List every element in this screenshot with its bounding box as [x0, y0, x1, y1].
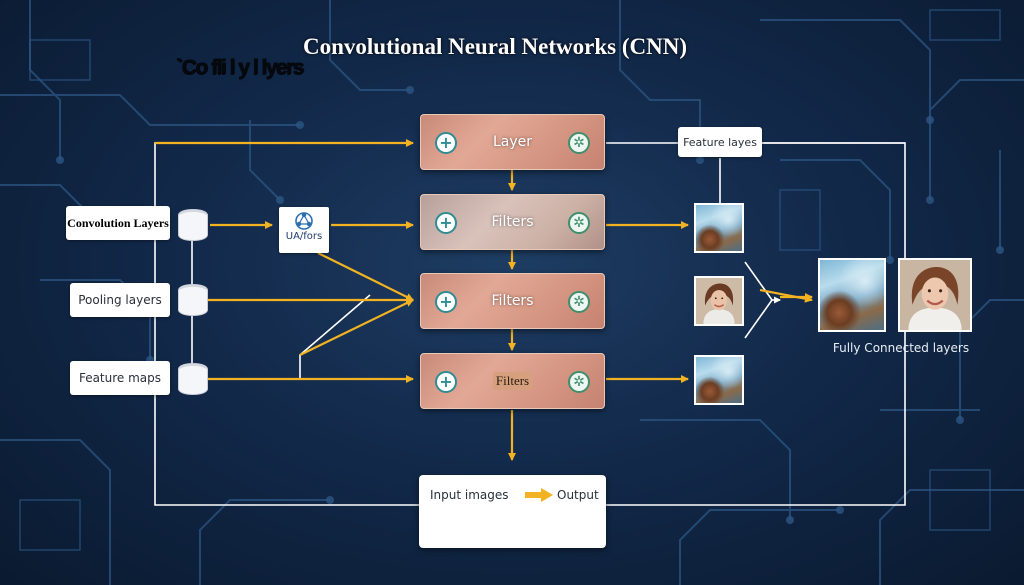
portrait-image: [696, 278, 742, 324]
page-title: Convolutional Neural Networks (CNN): [303, 34, 687, 59]
feature-maps-label: Feature maps: [70, 361, 170, 395]
merge-line-top: [744, 261, 773, 301]
portrait-image: [900, 260, 970, 330]
output-label: Output: [557, 488, 599, 502]
plus-circle-icon: +: [435, 291, 457, 313]
arrow-uaf-fan-to-filters2: [317, 252, 414, 301]
layer-box-filters-2: + Filters ✲: [420, 273, 605, 329]
pooling-layers-label: Pooling layers: [70, 283, 170, 317]
arrow-merge-to-fc-2: [759, 288, 813, 303]
outer-loop-line: [154, 142, 420, 506]
feature-layers-label: Feature layes: [678, 127, 762, 157]
database-icon-pooling: [178, 284, 208, 316]
layer-box-label: Filters: [492, 372, 533, 390]
arrow-feature-fan-to-filters2: [299, 299, 414, 356]
fully-connected-label: Fully Connected layers: [832, 341, 970, 355]
layer-box-filters-1: + Filters ✲: [420, 194, 605, 250]
layer-box-label: Layer: [492, 134, 533, 150]
layer-box-label: Filters: [491, 293, 534, 309]
input-output-box: Input images Output: [419, 475, 606, 548]
convolution-layers-label: Convolution Layers: [66, 206, 170, 240]
network-nodes-icon: [295, 212, 313, 230]
database-icon-feature: [178, 363, 208, 395]
plus-circle-icon: +: [435, 371, 457, 393]
uaf-label: UA/fors: [285, 231, 323, 242]
feature-map-thumbnail: [694, 203, 744, 253]
plus-circle-icon: +: [435, 212, 457, 234]
fully-connected-map-image: [818, 258, 886, 332]
fanin-line: [299, 294, 371, 378]
layer-box-label: Filters: [491, 214, 534, 230]
input-images-label: Input images: [430, 488, 509, 502]
face-thumbnail: [694, 276, 744, 326]
gear-circle-icon: ✲: [568, 371, 590, 393]
feature-map-thumbnail: [694, 355, 744, 405]
layer-box-layer: + Layer ✲: [420, 114, 605, 170]
layer-box-filters-3: + Filters ✲: [420, 353, 605, 409]
subtitle-overlay: `Co fli l y l lyers: [176, 56, 304, 79]
uaf-node: UA/fors: [279, 207, 329, 253]
merge-line-bottom: [744, 299, 773, 339]
plus-circle-icon: +: [435, 132, 457, 154]
arrow-right-icon: [525, 488, 553, 502]
gear-circle-icon: ✲: [568, 291, 590, 313]
database-icon-conv: [178, 209, 208, 241]
gear-circle-icon: ✲: [568, 212, 590, 234]
gear-circle-icon: ✲: [568, 132, 590, 154]
fully-connected-face-image: [898, 258, 972, 332]
